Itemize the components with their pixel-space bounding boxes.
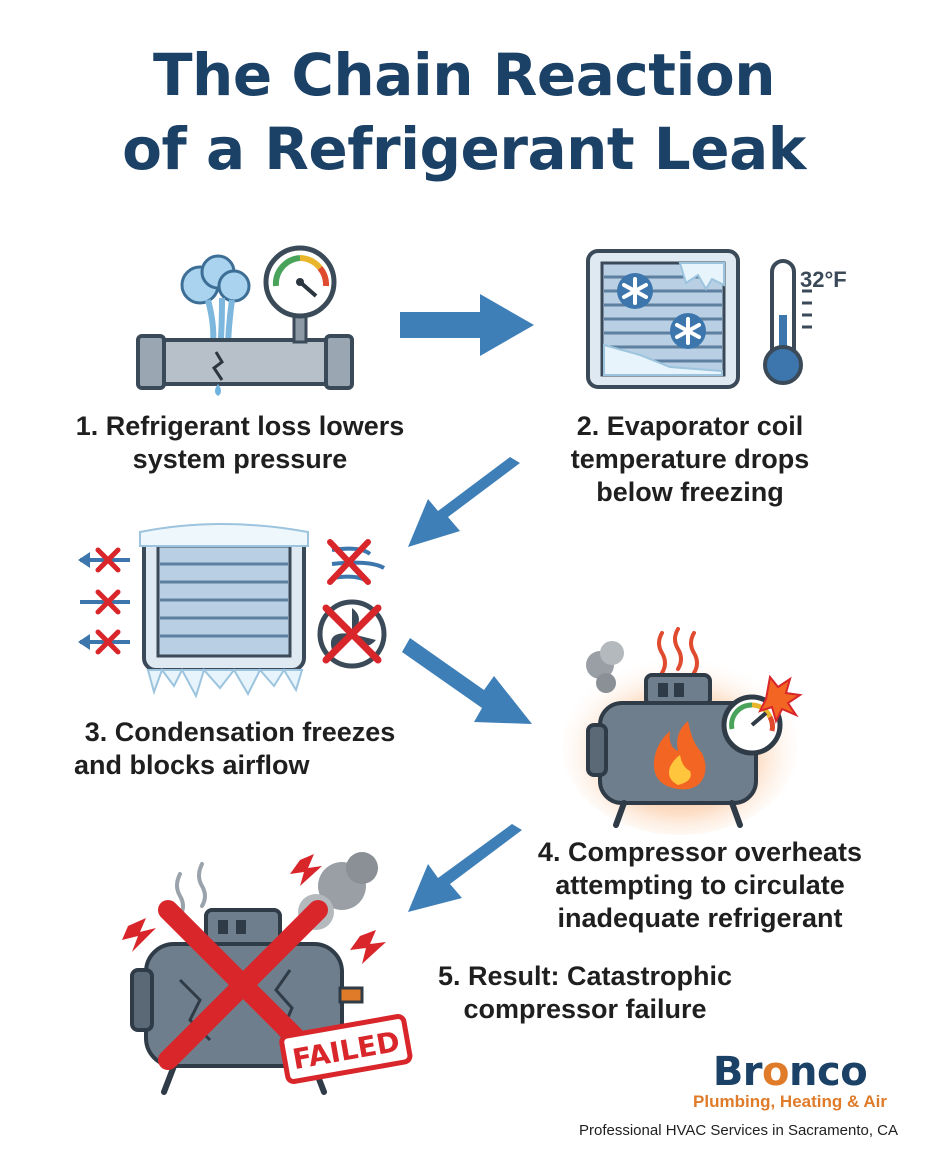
smoke-icon bbox=[586, 641, 624, 693]
step-2-line-2: temperature drops bbox=[570, 444, 810, 474]
failed-compressor-illustration: FAILED bbox=[122, 852, 413, 1095]
brand-name-prefix: Br bbox=[712, 1049, 763, 1095]
arrow-down-left-icon bbox=[408, 824, 522, 912]
step-1-line-2: system pressure bbox=[132, 444, 348, 474]
vapor-cloud-icon bbox=[180, 254, 251, 353]
step-5-line-1: 5. Result: Catastrophic bbox=[437, 961, 733, 991]
heat-waves-icon bbox=[657, 627, 699, 675]
title-line-2: of a Refrigerant Leak bbox=[122, 115, 806, 183]
step-2-text: 2. Evaporator coil temperature drops bel… bbox=[520, 410, 860, 509]
steam-icon bbox=[175, 862, 207, 918]
arrow-right-icon bbox=[400, 294, 534, 356]
brand-name-suffix: nco bbox=[789, 1049, 868, 1095]
brand-logo: Bronco Plumbing, Heating & Air bbox=[660, 1050, 920, 1112]
frozen-coil-illustration: 32°F bbox=[586, 249, 847, 389]
step-3-line-2: and blocks airflow bbox=[74, 750, 310, 780]
step-4-line-1: 4. Compressor overheats bbox=[537, 837, 863, 867]
snowflake-icon bbox=[670, 313, 706, 349]
blocked-airflow-illustration bbox=[78, 523, 387, 699]
lightning-icon bbox=[122, 854, 386, 964]
step-5-text: 5. Result: Catastrophic compressor failu… bbox=[420, 960, 750, 1026]
brand-tagline: Plumbing, Heating & Air bbox=[693, 1092, 887, 1111]
step-4-line-3: inadequate refrigerant bbox=[557, 903, 843, 933]
step-1-line-1: 1. Refrigerant loss lowers bbox=[75, 411, 405, 441]
thermometer-icon bbox=[763, 259, 812, 385]
arrow-down-right-icon bbox=[402, 638, 532, 724]
airflow-blocked-icon bbox=[78, 547, 130, 655]
step-1-text: 1. Refrigerant loss lowers system pressu… bbox=[40, 410, 440, 476]
brand-name-flame-o: o bbox=[762, 1049, 790, 1095]
step-3-line-1: 3. Condensation freezes bbox=[84, 717, 396, 747]
step-2-line-1: 2. Evaporator coil bbox=[576, 411, 804, 441]
flame-icon bbox=[653, 721, 706, 790]
warning-gauge-icon bbox=[721, 674, 803, 756]
overheating-compressor-illustration bbox=[562, 627, 803, 835]
thermometer-label: 32°F bbox=[800, 267, 847, 292]
footer-text: Professional HVAC Services in Sacramento… bbox=[578, 1122, 898, 1139]
step-4-line-2: attempting to circulate bbox=[555, 870, 845, 900]
brand-name: Bronco bbox=[660, 1050, 920, 1094]
page-title: The Chain Reaction of a Refrigerant Leak bbox=[0, 38, 928, 186]
wind-blocked-icon bbox=[327, 539, 385, 585]
evaporator-coil-icon bbox=[586, 249, 740, 389]
leaking-pipe-illustration bbox=[136, 245, 354, 396]
title-line-1: The Chain Reaction bbox=[152, 41, 776, 109]
pressure-gauge-icon bbox=[263, 245, 337, 344]
step-2-line-3: below freezing bbox=[596, 477, 784, 507]
arrow-down-left-icon bbox=[408, 457, 520, 547]
pipe-icon bbox=[136, 334, 354, 396]
fan-blocked-icon bbox=[317, 599, 387, 669]
step-3-text: 3. Condensation freezes and blocks airfl… bbox=[60, 716, 420, 782]
iced-coil-icon bbox=[139, 523, 309, 699]
step-4-text: 4. Compressor overheats attempting to ci… bbox=[530, 836, 870, 935]
step-5-line-2: compressor failure bbox=[463, 994, 707, 1024]
snowflake-icon bbox=[617, 273, 653, 309]
failed-stamp: FAILED bbox=[279, 1014, 413, 1084]
